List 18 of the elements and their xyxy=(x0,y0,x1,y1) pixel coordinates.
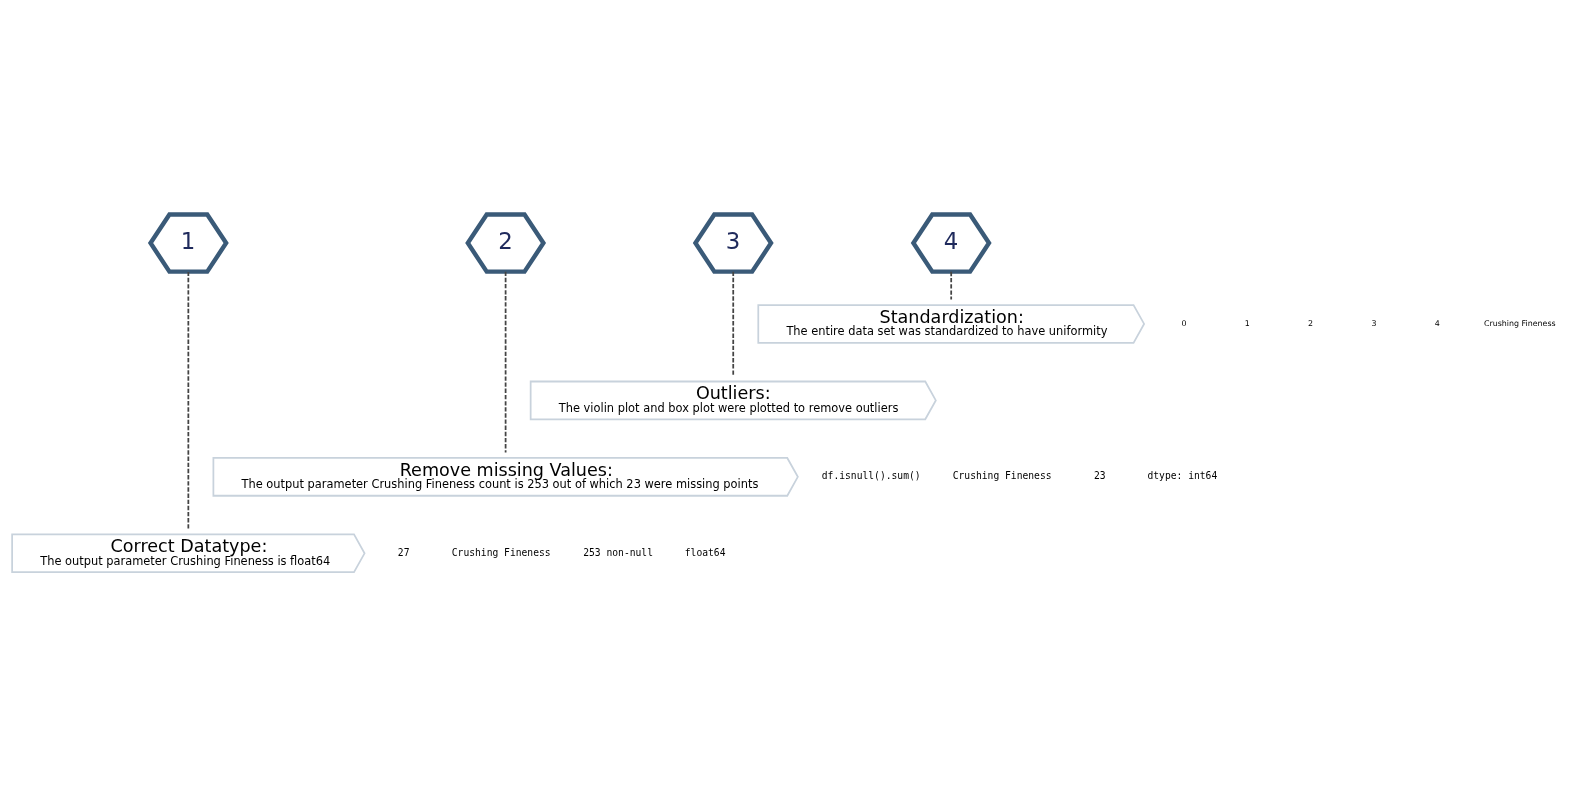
label: Crushing Fineness xyxy=(451,546,551,558)
label: 253 non-null xyxy=(583,546,653,558)
label: 2 xyxy=(1308,318,1314,328)
label: 23 xyxy=(1093,469,1106,481)
label: 0 xyxy=(1181,318,1187,328)
label: df.isnull().sum() xyxy=(821,469,921,481)
label: float64 xyxy=(684,546,726,558)
connector xyxy=(732,270,735,377)
connector xyxy=(187,270,190,530)
label: 3 xyxy=(1371,318,1377,328)
label: 27 xyxy=(397,546,410,558)
label: 4 xyxy=(1434,318,1440,328)
connector xyxy=(504,270,507,453)
label: 1 xyxy=(1244,318,1250,328)
label: Crushing Fineness xyxy=(1483,318,1556,328)
label: Crushing Fineness xyxy=(952,469,1052,481)
label: dtype: int64 xyxy=(1147,469,1218,481)
connector xyxy=(950,270,953,300)
